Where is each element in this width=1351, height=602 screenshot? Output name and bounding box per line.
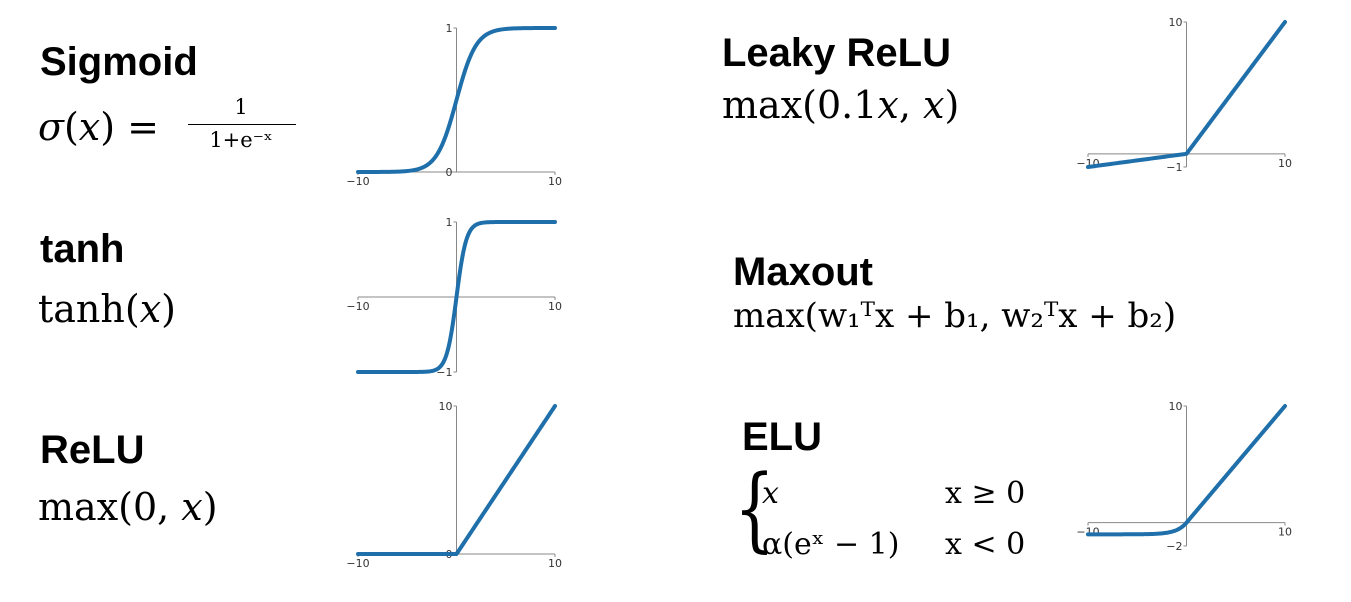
elu-case2-cond: x < 0 (945, 527, 1026, 562)
relu-formula: max(0, x) (38, 488, 218, 526)
elu-name: ELU (742, 415, 822, 459)
leaky-formula-x2: x (923, 83, 945, 127)
relu-formula-fn: max(0, (38, 485, 182, 529)
relu-xtick-label-left: −10 (346, 557, 369, 570)
tanh-name: tanh (40, 227, 125, 271)
sigmoid-formula: σ(x) = (38, 105, 159, 149)
elu-case2-expr: α(eˣ − 1) (762, 527, 900, 562)
sigmoid-ytick-label-top: 1 (446, 22, 453, 35)
tanh-formula: tanh(x) (38, 290, 176, 328)
maxout-name: Maxout (733, 250, 873, 294)
tanh-formula-fn: tanh( (38, 287, 140, 331)
sigmoid-fraction-denominator: 1+e⁻ˣ (209, 128, 273, 152)
sigmoid-formula-x: x (78, 105, 101, 149)
elu-curve (1086, 404, 1287, 537)
sigmoid-curve (356, 26, 557, 174)
sigmoid-xtick-label-right: 10 (548, 175, 562, 188)
leaky-formula-x1: x (877, 83, 899, 127)
leaky_relu-xtick-label-right: 10 (1278, 157, 1292, 170)
leaky-formula-sep: , (898, 83, 923, 127)
leaky_relu-ytick-label-bottom: −1 (1166, 161, 1182, 174)
sigmoid-fraction-bar (188, 124, 296, 125)
leaky-relu-name: Leaky ReLU (722, 31, 951, 75)
elu-case1-cond: x ≥ 0 (945, 476, 1026, 511)
elu-case1-expr: x (762, 479, 779, 509)
elu-brace: { (734, 455, 775, 562)
elu-xtick-label-left: −10 (1076, 526, 1099, 539)
sigmoid-xtick-label-left: −10 (346, 175, 369, 188)
tanh-ytick-label-top: 1 (446, 216, 453, 229)
elu-plot: 10 −2 −10 10 (1076, 400, 1292, 553)
maxout-formula: max(w₁ᵀx + b₁, w₂ᵀx + b₂) (733, 296, 1177, 336)
elu-case1-expr-text: x (762, 476, 779, 511)
sigmoid-formula-sigma: σ (38, 105, 64, 149)
leaky_relu-ytick-label-top: 10 (1169, 16, 1183, 29)
relu-formula-close: ) (202, 485, 218, 529)
sigmoid-ytick-label-bottom: 0 (446, 166, 453, 179)
leaky-relu-formula: max(0.1x, x) (722, 86, 959, 124)
sigmoid-name: Sigmoid (40, 40, 198, 84)
leaky_relu-curve (1086, 20, 1287, 169)
sigmoid-fraction-numerator: 1 (234, 95, 248, 119)
relu-curve (356, 404, 557, 556)
leaky-formula-close: ) (944, 83, 960, 127)
elu-ytick-label-top: 10 (1169, 400, 1183, 413)
relu-formula-x: x (181, 485, 203, 529)
leaky-formula-fn: max(0.1 (722, 83, 878, 127)
tanh-formula-close: ) (161, 287, 176, 331)
relu-name: ReLU (40, 428, 145, 472)
elu-ytick-label-bottom: −2 (1166, 540, 1182, 553)
tanh-curve (356, 220, 557, 374)
relu-ytick-label-top: 10 (439, 400, 453, 413)
tanh-xtick-label-left: −10 (346, 300, 369, 313)
elu-xtick-label-right: 10 (1278, 526, 1292, 539)
relu-xtick-label-right: 10 (548, 557, 562, 570)
sigmoid-formula-eq: ) = (100, 105, 159, 149)
tanh-formula-x: x (139, 287, 162, 331)
tanh-xtick-label-right: 10 (548, 300, 562, 313)
